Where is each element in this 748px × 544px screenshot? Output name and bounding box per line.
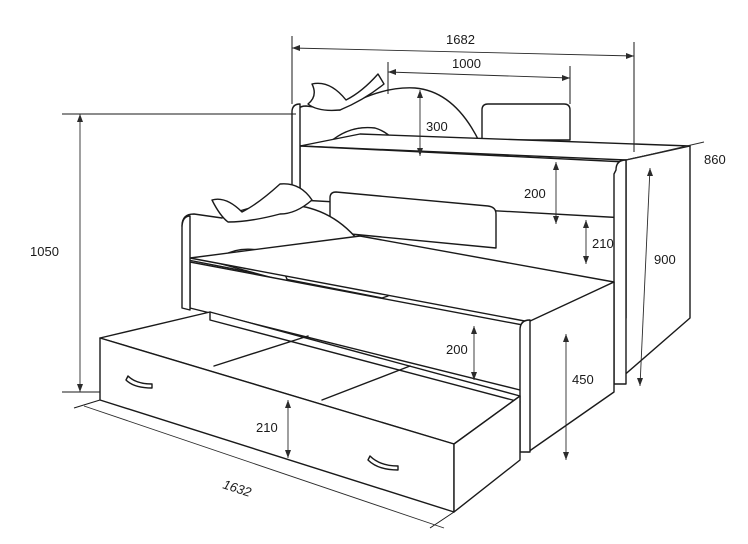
label-drawer-length: 1632 bbox=[221, 477, 254, 500]
lower-back-panel bbox=[329, 191, 497, 249]
dim-line-1682 bbox=[291, 47, 635, 57]
label-drawer-height: 210 bbox=[256, 420, 278, 435]
lower-pillow-icon bbox=[211, 183, 313, 223]
drawer-back bbox=[209, 311, 521, 403]
drawer-handle-right-icon bbox=[367, 455, 399, 471]
label-upper-side-height: 900 bbox=[654, 252, 676, 267]
upper-side-front bbox=[613, 159, 627, 385]
label-upper-rail-height: 200 bbox=[524, 186, 546, 201]
label-headboard-height: 300 bbox=[426, 119, 448, 134]
label-total-length: 1682 bbox=[446, 32, 475, 47]
label-lower-rail-height: 200 bbox=[446, 342, 468, 357]
dim-line-1632 bbox=[83, 405, 445, 529]
label-lower-side-height: 450 bbox=[572, 372, 594, 387]
upper-back-panel bbox=[481, 103, 571, 141]
dim-line-1000 bbox=[387, 71, 571, 79]
dim-line-860 bbox=[625, 141, 705, 161]
lower-side-front bbox=[519, 319, 531, 453]
drawer-handle-left-icon bbox=[125, 375, 153, 389]
upper-left-post bbox=[291, 103, 301, 201]
label-total-height: 1050 bbox=[30, 244, 59, 259]
drawer-divider-1 bbox=[213, 335, 309, 367]
drawer-divider-2 bbox=[321, 365, 411, 401]
upper-pillow-icon bbox=[307, 73, 385, 112]
label-back-panel-width: 1000 bbox=[452, 56, 481, 71]
label-gap-height: 210 bbox=[592, 236, 614, 251]
dim-line-900 bbox=[639, 167, 651, 387]
label-upper-depth: 860 bbox=[704, 152, 726, 167]
lower-left-post bbox=[181, 215, 191, 311]
drawer-side bbox=[453, 395, 521, 513]
